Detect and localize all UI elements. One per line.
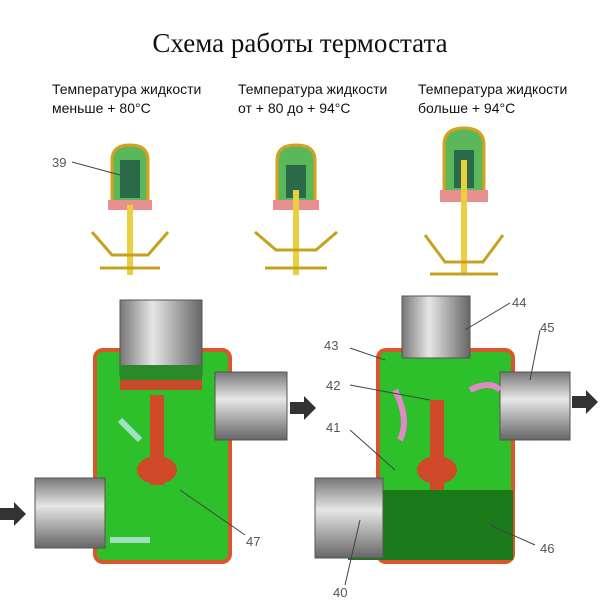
inlet-arrow-icon (0, 502, 26, 526)
thermostat-element-hot (423, 126, 505, 276)
thermostat-housing-open (314, 295, 598, 564)
outlet-arrow-icon (572, 390, 598, 414)
caption-line: меньше + 80°C (52, 100, 151, 116)
outlet-arrow-icon (290, 396, 316, 420)
caption-line: Температура жидкости (238, 81, 388, 97)
label-46: 46 (540, 541, 554, 556)
thermostat-element-cold (90, 143, 170, 275)
thermostat-element-warm (254, 143, 338, 275)
caption-line: Температура жидкости (52, 81, 202, 97)
caption-cold: Температура жидкости меньше + 80°C (52, 80, 201, 118)
thermostat-housing-closed (0, 299, 316, 564)
caption-hot: Температура жидкости больше + 94°C (418, 80, 567, 118)
label-44: 44 (512, 295, 526, 310)
label-42: 42 (326, 378, 340, 393)
label-40: 40 (333, 585, 347, 600)
label-43: 43 (324, 338, 338, 353)
label-45: 45 (540, 320, 554, 335)
label-41: 41 (326, 420, 340, 435)
caption-line: от + 80 до + 94°C (238, 100, 351, 116)
label-47: 47 (246, 534, 260, 549)
caption-warm: Температура жидкости от + 80 до + 94°C (238, 80, 387, 118)
label-39: 39 (52, 155, 66, 170)
diagram-title: Схема работы термостата (152, 28, 448, 58)
caption-line: больше + 94°C (418, 100, 516, 116)
caption-line: Температура жидкости (418, 81, 568, 97)
